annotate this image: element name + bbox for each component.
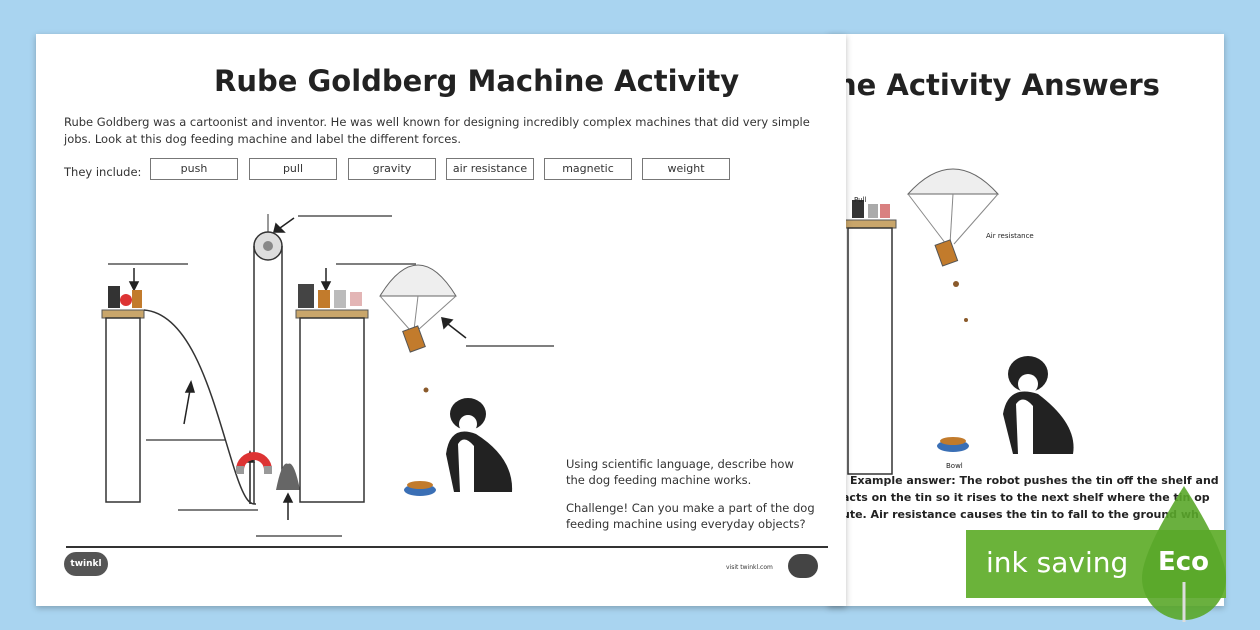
twinkl-badge-icon <box>788 554 818 578</box>
label-air-resistance: Air resistance <box>986 232 1034 240</box>
force-chip-pull: pull <box>249 158 337 180</box>
eco-leaf-icon <box>1142 486 1226 622</box>
answers-title: ne Activity Answers <box>836 68 1160 102</box>
example-answer: . Example answer: The robot pushes the t… <box>842 472 1224 523</box>
label-pull: Pull <box>854 196 867 204</box>
force-chip-weight: weight <box>642 158 730 180</box>
force-chip-push: push <box>150 158 238 180</box>
footer-url: visit twinkl.com <box>726 564 773 571</box>
intro-text: Rube Goldberg was a cartoonist and inven… <box>64 115 810 146</box>
ink-saving-text: ink saving <box>986 546 1129 579</box>
question-text: Using scientific language, describe how … <box>566 457 794 487</box>
challenge-text: Challenge! Can you make a part of the do… <box>566 501 815 531</box>
include-label: They include: <box>64 165 142 179</box>
answer-line: . Example answer: The robot pushes the t… <box>842 474 1219 487</box>
twinkl-logo: twinkl <box>64 552 108 576</box>
answer-line: ute. Air resistance causes the tin to fa… <box>842 508 1199 521</box>
machine-diagram <box>101 214 554 537</box>
force-chip-magnetic: magnetic <box>544 158 632 180</box>
eco-label: Eco <box>1158 547 1210 577</box>
footer-divider <box>66 546 828 548</box>
activity-sheet: Rube Goldberg Machine Activity Rube Gold… <box>36 34 846 606</box>
answers-illustration <box>843 168 1074 475</box>
force-chip-air-resistance: air resistance <box>446 158 534 180</box>
label-bowl: Bowl <box>946 462 963 470</box>
activity-title: Rube Goldberg Machine Activity <box>214 64 740 98</box>
answers-sheet: ne Activity Answers Pull Air resistance … <box>828 34 1224 606</box>
force-chip-gravity: gravity <box>348 158 436 180</box>
answer-line: acts on the tin so it rises to the next … <box>842 491 1210 504</box>
